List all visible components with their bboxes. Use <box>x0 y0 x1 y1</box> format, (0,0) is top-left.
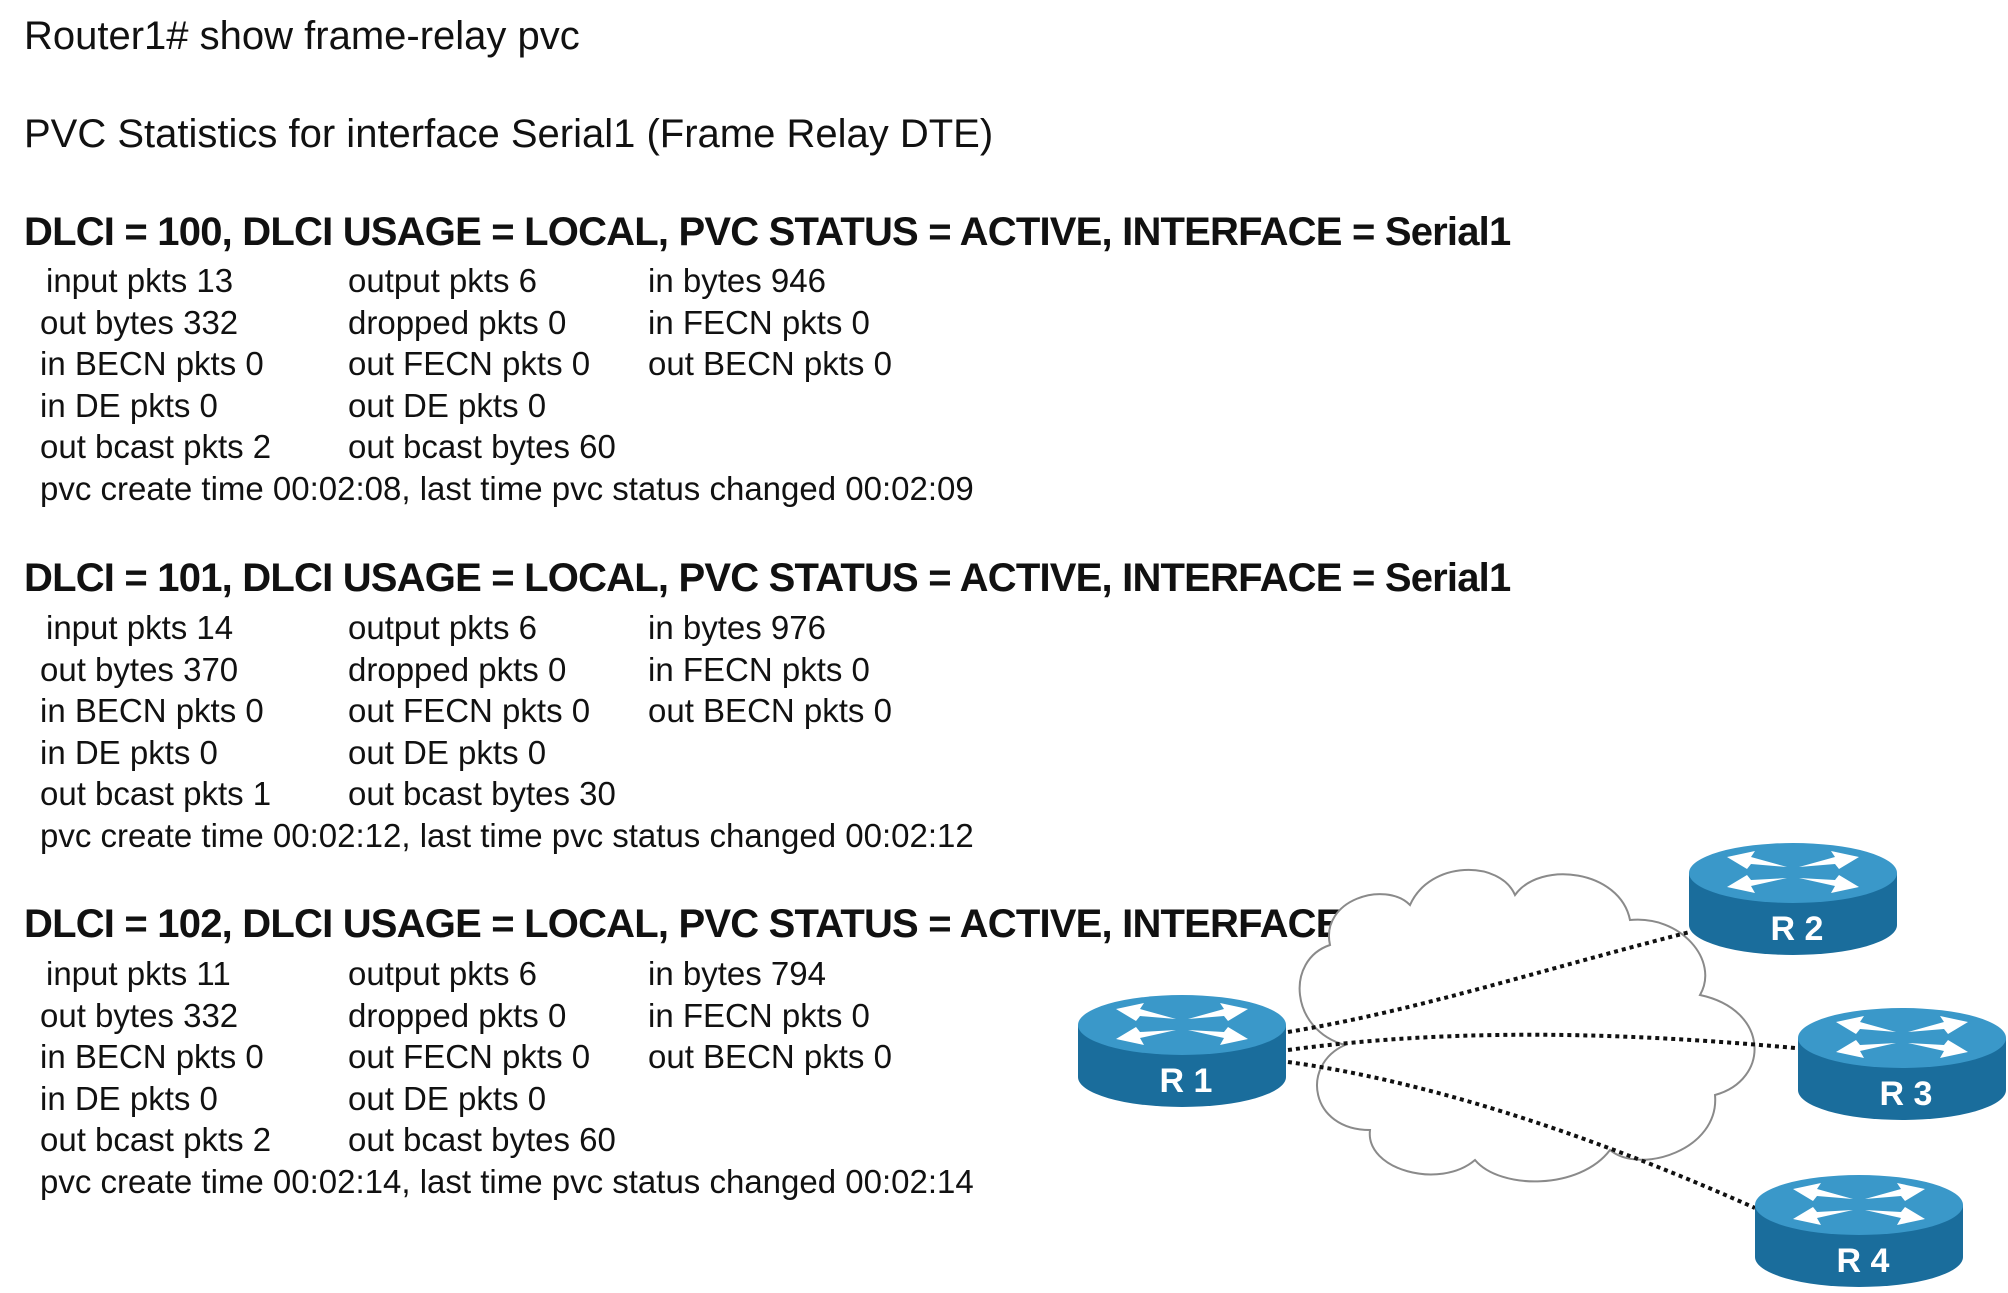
stat-cell: in BECN pkts 0 <box>40 1038 264 1075</box>
stat-cell: output pkts 6 <box>348 955 537 992</box>
stat-cell: output pkts 6 <box>348 609 537 646</box>
stat-cell: in bytes 976 <box>648 609 826 646</box>
stat-cell: in FECN pkts 0 <box>648 650 870 688</box>
stat-cell: output pkts 6 <box>348 262 537 299</box>
stats-row: input pkts 13 output pkts 6 in bytes 946 <box>40 262 1100 304</box>
stat-cell: in DE pkts 0 <box>40 386 218 424</box>
pvc-header-dlci-101: DLCI = 101, DLCI USAGE = LOCAL, PVC STAT… <box>24 556 1511 600</box>
stats-row: out bytes 332 dropped pkts 0 in FECN pkt… <box>40 304 1100 346</box>
router-r3-icon[interactable]: R 3 <box>1798 1008 2006 1120</box>
router-top <box>1078 995 1286 1055</box>
stat-cell: in BECN pkts 0 <box>40 345 264 382</box>
router-top <box>1689 843 1897 903</box>
router-r4-icon[interactable]: R 4 <box>1755 1175 1963 1287</box>
stat-cell: dropped pkts 0 <box>348 303 567 341</box>
stat-cell: out DE pkts 0 <box>348 1079 547 1117</box>
router-r1-icon[interactable]: R 1 <box>1078 995 1286 1107</box>
stat-cell: in BECN pkts 0 <box>40 692 264 729</box>
pvc-stats-dlci-101: input pkts 14 output pkts 6 in bytes 976… <box>40 609 1100 858</box>
router-top <box>1755 1175 1963 1235</box>
output-subtitle: PVC Statistics for interface Serial1 (Fr… <box>24 112 994 156</box>
stat-cell: dropped pkts 0 <box>348 650 567 688</box>
stat-cell: out bcast bytes 30 <box>348 775 616 812</box>
stat-cell: in DE pkts 0 <box>40 1079 218 1117</box>
stats-row: out bytes 370 dropped pkts 0 in FECN pkt… <box>40 651 1100 693</box>
pvc-timeline: pvc create time 00:02:08, last time pvc … <box>40 469 974 507</box>
stats-row: in DE pkts 0 out DE pkts 0 <box>40 734 1100 776</box>
stat-cell: out FECN pkts 0 <box>348 345 591 382</box>
stats-row: in DE pkts 0 out DE pkts 0 <box>40 1080 1100 1122</box>
router-label: R 4 <box>1837 1242 1890 1280</box>
stat-cell: input pkts 14 <box>46 609 234 646</box>
pvc-link-r1-r3 <box>1287 1032 1796 1052</box>
stats-row: out bcast pkts 1 out bcast bytes 30 <box>40 775 1100 817</box>
stat-cell: in FECN pkts 0 <box>648 303 870 341</box>
pvc-timeline: pvc create time 00:02:14, last time pvc … <box>40 1162 974 1200</box>
pvc-stats-dlci-100: input pkts 13 output pkts 6 in bytes 946… <box>40 262 1100 511</box>
router-r2-icon[interactable]: R 2 <box>1689 843 1897 955</box>
stat-cell: out FECN pkts 0 <box>348 692 591 729</box>
router-label: R 2 <box>1771 910 1824 948</box>
stats-timeline-row: pvc create time 00:02:14, last time pvc … <box>40 1163 1100 1205</box>
router-top <box>1798 1008 2006 1068</box>
stat-cell: out bcast bytes 60 <box>348 428 616 465</box>
pvc-header-dlci-100: DLCI = 100, DLCI USAGE = LOCAL, PVC STAT… <box>24 210 1511 254</box>
stats-timeline-row: pvc create time 00:02:12, last time pvc … <box>40 817 1100 859</box>
stats-row: in BECN pkts 0 out FECN pkts 0 out BECN … <box>40 345 1100 387</box>
stat-cell: out BECN pkts 0 <box>648 692 892 729</box>
stat-cell: out BECN pkts 0 <box>648 1038 892 1075</box>
stats-row: out bcast pkts 2 out bcast bytes 60 <box>40 428 1100 470</box>
stat-cell: out bytes 332 <box>40 996 239 1034</box>
command-line: Router1# show frame-relay pvc <box>24 14 580 58</box>
stats-row: out bcast pkts 2 out bcast bytes 60 <box>40 1121 1100 1163</box>
router-label: R 3 <box>1880 1075 1933 1113</box>
pvc-header-dlci-102: DLCI = 102, DLCI USAGE = LOCAL, PVC STAT… <box>24 902 1511 946</box>
stat-cell: input pkts 11 <box>46 955 231 992</box>
stat-cell: out bytes 370 <box>40 650 239 688</box>
stat-cell: input pkts 13 <box>46 262 234 299</box>
stat-cell: out BECN pkts 0 <box>648 345 892 382</box>
stat-cell: out DE pkts 0 <box>348 386 547 424</box>
stats-row: out bytes 332 dropped pkts 0 in FECN pkt… <box>40 997 1100 1039</box>
stats-row: input pkts 14 output pkts 6 in bytes 976 <box>40 609 1100 651</box>
stat-cell: in DE pkts 0 <box>40 733 218 771</box>
stat-cell: out bcast bytes 60 <box>348 1121 616 1158</box>
stat-cell: out FECN pkts 0 <box>348 1038 591 1075</box>
pvc-timeline: pvc create time 00:02:12, last time pvc … <box>40 816 974 854</box>
stat-cell: in FECN pkts 0 <box>648 996 870 1034</box>
pvc-link-r1-r4 <box>1287 1060 1756 1210</box>
stat-cell: out bytes 332 <box>40 303 239 341</box>
pvc-stats-dlci-102: input pkts 11 output pkts 6 in bytes 794… <box>40 955 1100 1204</box>
stat-cell: dropped pkts 0 <box>348 996 567 1034</box>
stats-row: input pkts 11 output pkts 6 in bytes 794 <box>40 955 1100 997</box>
stat-cell: in bytes 794 <box>648 955 826 992</box>
stat-cell: out bcast pkts 2 <box>40 428 272 465</box>
stat-cell: in bytes 946 <box>648 262 826 299</box>
stats-row: in BECN pkts 0 out FECN pkts 0 out BECN … <box>40 1038 1100 1080</box>
pvc-link-r1-r2 <box>1287 930 1691 1034</box>
stats-timeline-row: pvc create time 00:02:08, last time pvc … <box>40 470 1100 512</box>
stat-cell: out bcast pkts 2 <box>40 1121 272 1158</box>
stats-row: in DE pkts 0 out DE pkts 0 <box>40 387 1100 429</box>
stat-cell: out DE pkts 0 <box>348 733 547 771</box>
router-label: R 1 <box>1160 1062 1213 1100</box>
stat-cell: out bcast pkts 1 <box>40 775 272 812</box>
stats-row: in BECN pkts 0 out FECN pkts 0 out BECN … <box>40 692 1100 734</box>
